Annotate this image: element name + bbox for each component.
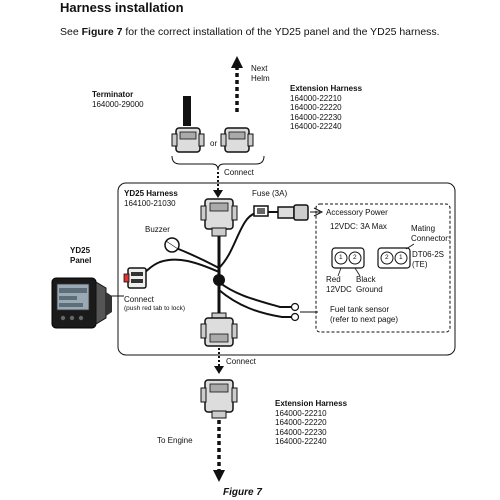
accessory-rating-label: 12VDC: 3A Max <box>330 222 387 231</box>
bottom-extension-pn: 164000-22230 <box>275 427 327 437</box>
top-extension-pn: 164000-22220 <box>290 103 342 112</box>
connect-top-arrow <box>213 190 223 198</box>
mating-part-label: DT06-2S (TE) <box>412 250 444 269</box>
connect-brace <box>171 155 265 171</box>
mating-label: Mating Connector: <box>411 224 450 243</box>
bottom-extension-pn: 164000-22240 <box>275 437 327 446</box>
bottom-extension-pn: 164000-22220 <box>275 418 327 427</box>
top-extension-connector <box>220 127 254 153</box>
accessory-power-label: Accessory Power <box>326 208 388 217</box>
red-wire-label: Red 12VDC <box>326 275 352 294</box>
accessory-pin-1: 1 <box>339 254 343 261</box>
terminator-connector <box>171 127 205 153</box>
black-wire-label: Black Ground <box>356 275 383 294</box>
fuel-sensor-wire-b <box>218 289 292 318</box>
terminator-plug <box>183 96 191 126</box>
accessory-pointer-head <box>313 207 324 217</box>
panel-label-line1: YD25 <box>70 246 91 255</box>
fuel-sensor-note: (refer to next page) <box>330 314 399 324</box>
accessory-connector <box>277 204 309 221</box>
mating-pin-2: 2 <box>385 254 389 261</box>
mating-pin-1: 1 <box>399 254 403 261</box>
top-extension-label: Extension Harness 164000-22210 164000-22… <box>290 84 362 132</box>
panel-label-line2: Panel <box>70 255 92 265</box>
section-heading: Harness installation <box>60 0 184 15</box>
accessory-pinout <box>331 247 365 277</box>
buzzer-label: Buzzer <box>145 225 170 234</box>
fuel-sensor-terminal-b <box>290 312 300 322</box>
mating-line2: Connector: <box>411 233 451 243</box>
harness-pn: 164100-21030 <box>124 198 176 208</box>
down-arrow-icon <box>213 470 225 482</box>
bottom-extension-pn: 164000-22210 <box>275 408 327 418</box>
terminator-pn: 164000-29000 <box>92 99 144 109</box>
or-label: or <box>210 139 218 148</box>
intro-prefix: See <box>60 26 82 38</box>
connect-panel-note: (push red tab to lock) <box>124 305 186 312</box>
connect-bottom-arrow <box>214 366 224 374</box>
next-helm-line2: Helm <box>251 73 270 83</box>
panel-label: YD25 Panel <box>70 246 91 265</box>
red-voltage: 12VDC <box>326 284 352 294</box>
connect-bottom-label: Connect <box>226 357 256 366</box>
mating-pinout <box>377 243 415 269</box>
buzzer-wire <box>175 247 220 269</box>
top-extension-pn: 164000-22240 <box>290 122 342 131</box>
harness-junction <box>213 274 225 286</box>
fuel-sensor-title: Fuel tank sensor <box>330 305 390 314</box>
top-extension-pn: 164000-22210 <box>290 93 342 103</box>
harness-label: YD25 Harness 164100-21030 <box>124 189 178 208</box>
buzzer-icon <box>164 237 180 253</box>
terminator-title: Terminator <box>92 90 134 99</box>
intro-text: See Figure 7 for the correct installatio… <box>60 26 440 38</box>
harness-box <box>117 182 456 356</box>
black-label: Black <box>356 275 376 284</box>
mating-part-line1: DT06-2S <box>412 250 445 259</box>
figure-caption: Figure 7 <box>223 487 262 498</box>
fuse-label: Fuse (3A) <box>252 189 288 198</box>
up-arrow-icon <box>231 56 243 68</box>
to-engine-label: To Engine <box>157 436 193 445</box>
accessory-box <box>315 203 451 333</box>
harness-top-connector <box>200 198 238 237</box>
bottom-extension-title: Extension Harness <box>275 399 348 408</box>
red-label: Red <box>326 275 341 284</box>
fuel-sensor-label: Fuel tank sensor (refer to next page) <box>330 305 398 324</box>
fuel-sensor-terminal-a <box>290 302 300 312</box>
connect-top-label: Connect <box>224 168 254 177</box>
fuse-icon <box>253 205 269 217</box>
fuel-sensor-wire-a <box>218 281 292 308</box>
panel-gauge-icon <box>51 277 112 329</box>
bottom-extension-connector <box>200 379 238 419</box>
harness-title: YD25 Harness <box>124 189 178 198</box>
next-helm-line1: Next <box>251 64 268 73</box>
mating-line1: Mating <box>411 224 436 233</box>
terminator-label: Terminator 164000-29000 <box>92 90 144 109</box>
mating-part-line2: (TE) <box>412 259 428 269</box>
top-extension-pn: 164000-22230 <box>290 112 342 122</box>
figure-reference: Figure 7 <box>81 26 123 38</box>
next-helm-label: Next Helm <box>251 64 270 83</box>
panel-wire <box>144 258 220 273</box>
bottom-extension-label: Extension Harness 164000-22210 164000-22… <box>275 399 347 447</box>
black-ground: Ground <box>356 284 383 294</box>
harness-bottom-connector <box>200 312 238 347</box>
connect-panel-label: Connect <box>124 295 154 304</box>
top-extension-title: Extension Harness <box>290 84 363 93</box>
intro-suffix: for the correct installation of the YD25… <box>122 26 440 38</box>
panel-plug <box>123 267 147 289</box>
accessory-pin-2: 2 <box>353 254 357 261</box>
